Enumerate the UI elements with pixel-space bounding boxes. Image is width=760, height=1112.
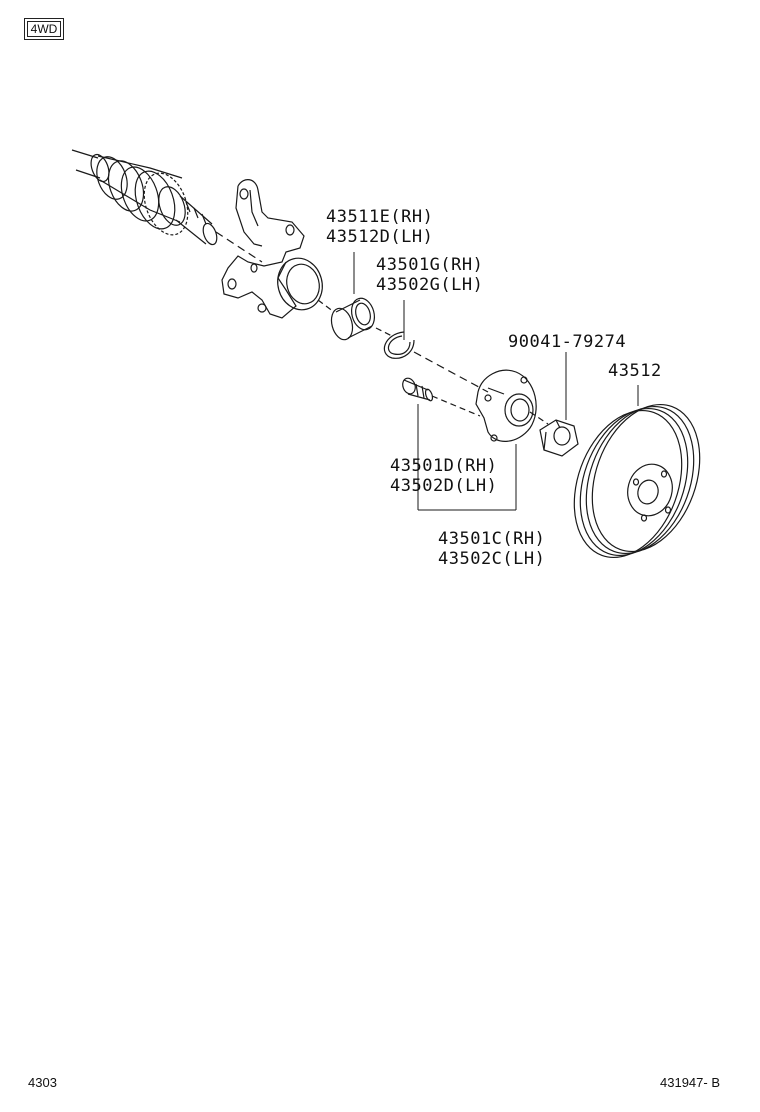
- callout-hub-rh: 43501C(RH): [438, 529, 546, 549]
- snap-ring: [375, 327, 489, 393]
- drive-shaft: [71, 149, 263, 263]
- front-axle-hub-exploded-diagram: [71, 149, 701, 559]
- brake-disc: [573, 403, 701, 559]
- callout-snapring-rh: 43501G(RH): [376, 255, 484, 275]
- hub-bolt: [402, 377, 481, 417]
- callout-bearing-lh: 43512D(LH): [326, 227, 434, 247]
- leader-lines: [353, 252, 639, 511]
- 4wd-tag: 4WD: [24, 18, 64, 40]
- callout-nut: 90041-79274: [508, 332, 627, 352]
- callout-bearing-rh: 43511E(RH): [326, 207, 434, 227]
- callout-bolt-rh: 43501D(RH): [390, 456, 498, 476]
- axle-hub: [475, 369, 549, 442]
- lock-nut: [539, 419, 579, 457]
- callout-bolt-lh: 43502D(LH): [390, 476, 498, 496]
- figure-code: 431947- B: [660, 1075, 720, 1090]
- page-code: 4303: [28, 1075, 57, 1090]
- callout-hub-lh: 43502C(LH): [438, 549, 546, 569]
- callout-disc: 43512: [608, 361, 662, 381]
- wheel-bearing: [317, 297, 376, 341]
- steering-knuckle: [221, 179, 323, 319]
- callout-snapring-lh: 43502G(LH): [376, 275, 484, 295]
